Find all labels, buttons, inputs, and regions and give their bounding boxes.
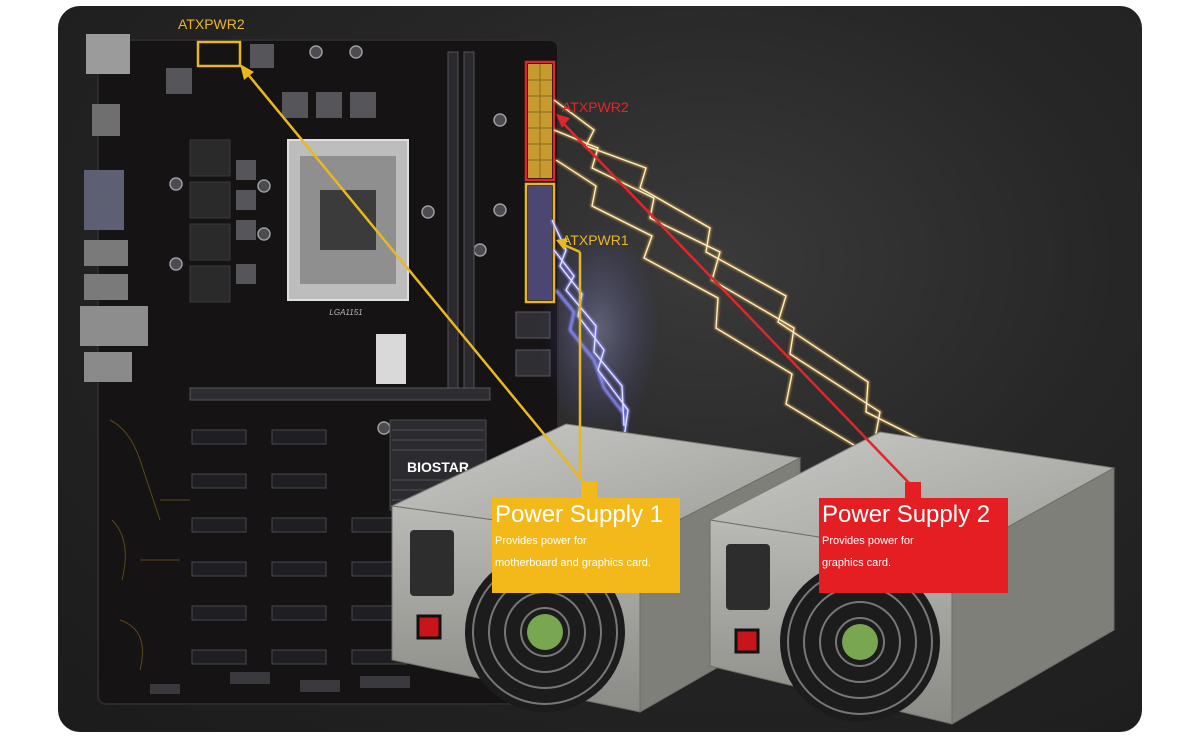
pcie-x16-slot [189,387,491,401]
power-supply-1-callout: Power Supply 1 Provides power for mother… [492,498,680,593]
board-traces [109,419,190,671]
power-supply-2-callout: Power Supply 2 Provides power for graphi… [819,498,1008,593]
rear-io-lan [80,306,148,346]
rear-io-audio [84,352,132,382]
capacitors [169,45,507,435]
rear-io-usb-1 [84,240,128,266]
lightning-blue [540,219,660,464]
brand-logo: BIOSTAR [407,459,469,475]
power-supply-2-desc-line1: Provides power for [822,535,914,547]
vrm-heatsinks [189,139,231,303]
rear-io-hdmi [92,104,120,136]
rear-io-vga [84,170,124,230]
psu2-ac-inlet [726,544,770,610]
cpu-socket: LGA1151 [287,139,409,317]
psu2-fan [780,562,940,722]
arrow-psu2-to-atxpwr2 [556,114,911,485]
atxpwr1-highlight [524,182,556,304]
atx-24pin-connector [528,64,552,178]
psu2-power-switch [734,628,760,654]
rear-io-usb-2 [84,274,128,300]
socket-label: LGA1151 [329,308,362,317]
power-supply-1-desc-line2: motherboard and graphics card. [495,557,651,569]
rear-io-ps2 [86,34,130,74]
power-supply-2-title: Power Supply 2 [822,501,991,528]
power-supply-1-title: Power Supply 1 [495,501,664,528]
power-supply-2-desc-line2: graphics card. [822,557,892,569]
label-atxpwr2-top: ATXPWR2 [178,16,245,32]
m2-slot [376,334,406,384]
psu1-anchor-marker [581,482,597,498]
arrow-psu1-to-atxpwr2 [240,64,591,491]
psu2-anchor-marker [905,482,921,498]
label-atxpwr2-right: ATXPWR2 [562,99,629,115]
label-atxpwr1: ATXPWR1 [562,232,629,248]
psu1-ac-inlet [410,530,454,596]
atxpwr2-top-highlight [196,40,242,68]
bottom-headers [150,672,410,694]
mosfets [166,44,376,284]
psu1-power-switch [416,614,442,640]
power-supply-1-desc-line1: Provides power for [495,535,587,547]
arrow-psu1-to-atxpwr1 [556,238,582,480]
atxpwr2-right-highlight [524,60,556,182]
